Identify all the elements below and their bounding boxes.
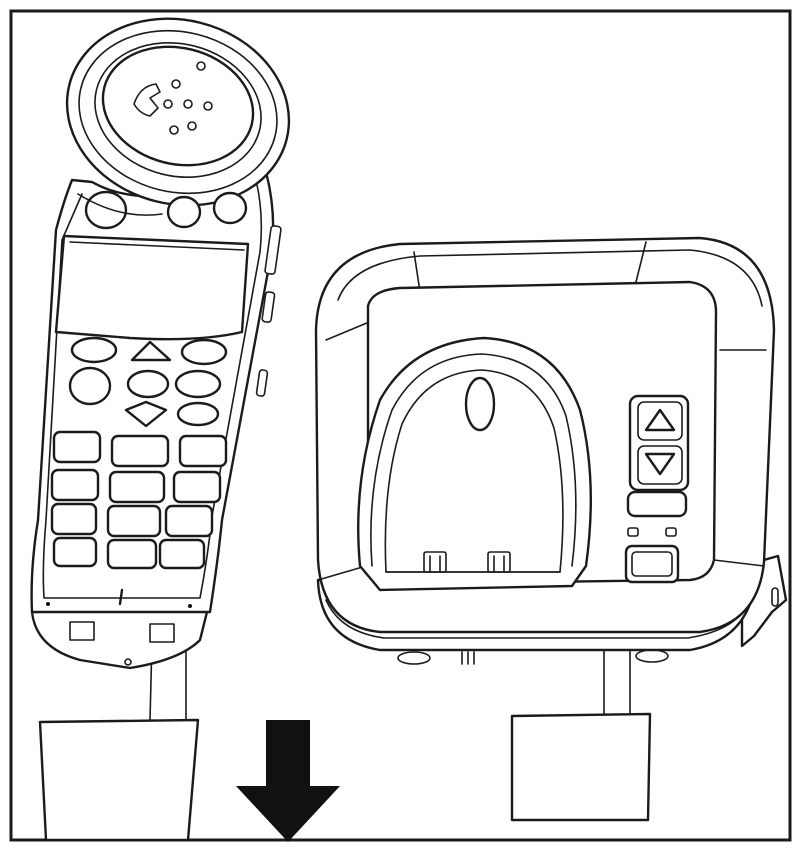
speaker-grille-icon xyxy=(133,61,213,135)
handset-battery-tab xyxy=(38,639,200,842)
phone-base-station xyxy=(314,236,788,822)
side-key xyxy=(264,225,282,275)
side-key xyxy=(255,369,269,397)
volume-up-icon xyxy=(644,408,676,432)
volume-down-icon xyxy=(644,452,676,476)
down-arrow-icon xyxy=(124,400,168,428)
side-key xyxy=(261,291,276,323)
status-led xyxy=(665,527,677,537)
microphone xyxy=(118,588,124,606)
base-controls xyxy=(624,394,690,584)
base-page-button xyxy=(626,490,688,518)
handset-keypad xyxy=(50,430,228,570)
base-charging-contacts xyxy=(385,551,561,573)
down-direction-arrow xyxy=(236,720,340,842)
base-find-button xyxy=(624,544,680,584)
charging-contact-right xyxy=(149,623,175,643)
charging-contact-left xyxy=(69,621,95,641)
base-battery-tab xyxy=(510,650,652,822)
status-led xyxy=(627,527,639,537)
handset-display xyxy=(54,234,250,341)
up-arrow-icon xyxy=(130,340,172,362)
cordless-phone-handset xyxy=(30,17,291,842)
figure-frame xyxy=(9,9,792,842)
screw-hole xyxy=(124,658,132,666)
handset-top-keys xyxy=(77,190,248,230)
handset-cradle xyxy=(357,336,592,592)
earpiece xyxy=(65,17,291,207)
cradle-hook-slot xyxy=(464,376,496,432)
navigation-cluster xyxy=(68,336,228,428)
